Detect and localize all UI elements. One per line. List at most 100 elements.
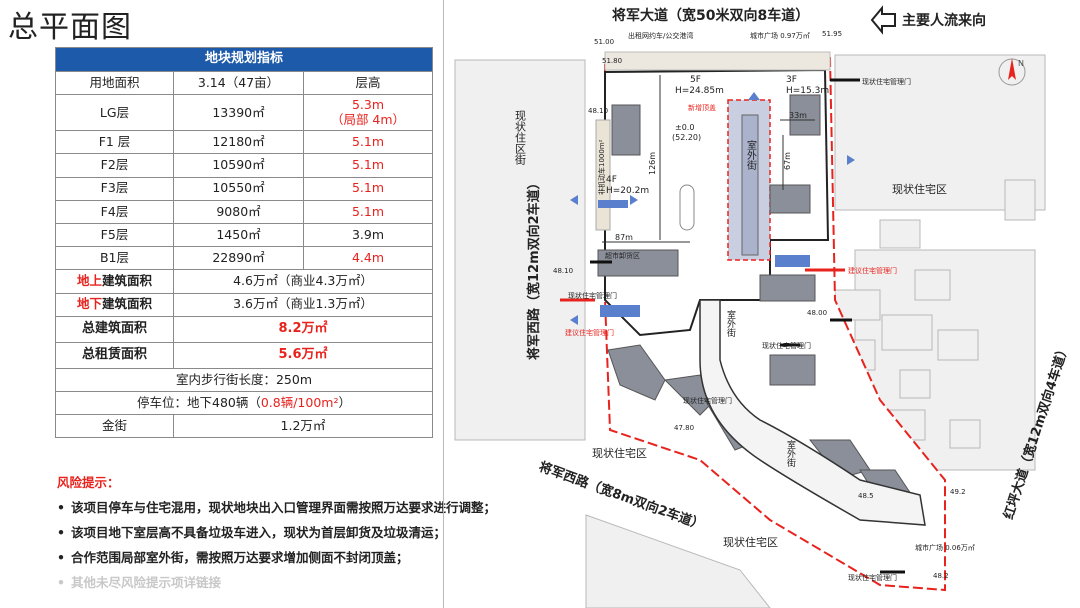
dimension-lines	[602, 75, 815, 243]
floor-area: 10590㎡	[173, 153, 304, 178]
table-header: 地块规划指标	[55, 47, 433, 72]
building-3f-height: H=15.3m	[786, 86, 829, 96]
floor-area: 1450㎡	[173, 222, 304, 248]
floor-label: B1层	[55, 246, 174, 271]
floor-height: 5.3m（局部 4m）	[303, 94, 433, 132]
taxi-label: 出租网约车/公交港湾	[628, 31, 693, 40]
north-arrow	[998, 58, 1026, 86]
row-label: 用地面积	[55, 70, 174, 96]
table-row: 总租赁面积 5.6万㎡	[55, 341, 433, 369]
table-row: 停车位：地下480辆（0.8辆/100m²）	[55, 390, 433, 416]
table-row: 室内步行街长度：250m	[55, 367, 433, 392]
walkway-length: 室内步行街长度：250m	[55, 367, 433, 392]
elevation-label: 48.00	[807, 309, 827, 317]
elevation-label: 48.5	[858, 492, 874, 500]
floor-height: 5.1m	[303, 130, 433, 155]
central-pond	[679, 184, 695, 231]
parking-spaces: 停车位：地下480辆（0.8辆/100m²）	[55, 390, 433, 416]
table-row: 地上建筑面积 4.6万㎡（商业4.3万㎡）	[55, 269, 433, 294]
bike-lane-label: 非机动车1000m²	[597, 139, 606, 195]
above-ground-label: 地上建筑面积	[55, 269, 174, 294]
level-label: (52.20)	[672, 133, 701, 142]
below-ground-value: 3.6万㎡（商业1.3万㎡）	[173, 292, 433, 317]
risk-section: 风险提示： 该项目停车与住宅混用，现状地块出入口管理界面需按照万达要求进行调整；…	[57, 470, 577, 595]
elevation-label: 51.95	[822, 30, 842, 38]
floor-height: 5.1m	[303, 199, 433, 224]
floor-label: LG层	[55, 94, 174, 132]
road-left-label: 将军西路（宽12m双向2车道）	[526, 176, 542, 360]
dimension-126: 126m	[648, 152, 657, 175]
row-extra: 层高	[303, 70, 433, 96]
unload-label: 超市卸货区	[605, 251, 640, 260]
parking-ramp	[775, 255, 810, 267]
elevation-label: 47.80	[674, 424, 694, 432]
building-5f-height: H=24.85m	[675, 86, 724, 96]
floor-label: F1 层	[55, 130, 174, 155]
residential-bottom-label: 现状住宅区	[723, 535, 778, 549]
risk-detail-link[interactable]: 其他未尽风险提示项详链接	[57, 570, 577, 595]
floor-area: 12180㎡	[173, 130, 304, 155]
residential-left-label: 现状住区街	[514, 110, 527, 166]
table-row: 地下建筑面积 3.6万㎡（商业1.3万㎡）	[55, 292, 433, 317]
flow-label: 主要人流来向	[902, 12, 986, 29]
total-lease-label: 总租赁面积	[55, 341, 174, 369]
risk-title: 风险提示：	[57, 475, 120, 490]
golden-street-label: 金街	[55, 414, 174, 439]
road-bottom-label: 将军西路（宽8m双向2车道）	[537, 459, 707, 534]
row-value: 3.14（47亩）	[173, 70, 304, 96]
dimension-33: 33m	[789, 111, 807, 120]
table-row: 总建筑面积 8.2万㎡	[55, 315, 433, 343]
floor-label: F3层	[55, 176, 174, 201]
elevation-label: 48.10	[588, 107, 608, 115]
building-3f-label: 3F	[786, 75, 797, 85]
page-title: 总平面图	[8, 10, 132, 45]
floor-label: F5层	[55, 222, 174, 248]
new-roof-label: 新增顶盖	[688, 103, 716, 112]
parking-ramp	[600, 305, 640, 317]
gate-label: 建议住宅管理门	[565, 328, 614, 337]
floor-area: 10550㎡	[173, 176, 304, 201]
divider	[443, 0, 444, 608]
elevation-label: 48.2	[933, 572, 949, 580]
building-4f-height: H=20.2m	[606, 186, 649, 196]
floor-height: 3.9m	[303, 222, 433, 248]
gate-label: 现状住宅管理门	[862, 77, 911, 86]
outdoor-street-path	[699, 299, 926, 526]
bottom-plaza-label: 城市广场 0.06万㎡	[915, 543, 975, 552]
table-row: 金街 1.2万㎡	[55, 414, 433, 439]
top-plaza	[604, 51, 831, 71]
risk-item: 该项目地下室层高不具备垃圾车进入，现状为首层卸货及垃圾清运；	[57, 520, 577, 545]
floor-height: 5.1m	[303, 176, 433, 201]
gate-label: 建议住宅管理门	[848, 266, 897, 275]
risk-item: 该项目停车与住宅混用，现状地块出入口管理界面需按照万达要求进行调整；	[57, 495, 577, 520]
building-4f-label: 4F	[606, 175, 617, 185]
total-gfa-value: 8.2万㎡	[173, 315, 433, 343]
street-label: 室外街	[745, 139, 757, 171]
road-top-label: 将军大道（宽50米双向8车道）	[612, 7, 809, 24]
elevation-label: 51.00	[594, 38, 614, 46]
gate-markers	[590, 78, 905, 574]
gate-label: 现状住宅管理门	[568, 291, 617, 300]
site-plan-map: N 将军大道（宽50米双向8车道） 主要人流来向 将军西路（宽12m双向2车道）…	[454, 5, 1073, 608]
access-markers	[560, 268, 845, 302]
gate-label: 现状住宅管理门	[683, 396, 732, 405]
flow-arrow-icon	[870, 5, 896, 35]
surrounding-blocks	[454, 54, 1046, 608]
risk-item: 合作范围局部室外街，需按照万达要求增加侧面不封闭顶盖；	[57, 545, 577, 570]
top-plaza-label: 城市广场 0.97万㎡	[750, 31, 810, 40]
floor-label: F4层	[55, 199, 174, 224]
entry-arrows	[570, 92, 855, 325]
building-5f-label: 5F	[690, 75, 701, 85]
floor-area: 22890㎡	[173, 246, 304, 271]
gate-label: 现状住宅管理门	[762, 341, 811, 350]
elevation-label: 49.2	[950, 488, 966, 496]
floor-height: 4.4m	[303, 246, 433, 271]
level-label: ±0.0	[675, 123, 694, 132]
floor-area: 9080㎡	[173, 199, 304, 224]
planning-index-table: 地块规划指标 用地面积 3.14（47亩） 层高 LG层 13390㎡ 5.3m…	[55, 47, 433, 439]
